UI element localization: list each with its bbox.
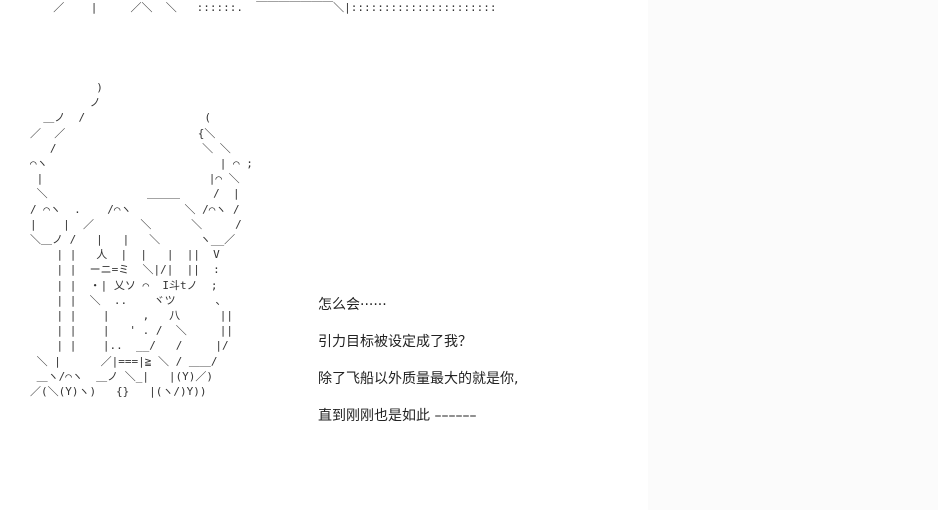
art-line: | | |.. __/ / |/: [30, 339, 229, 353]
art-line: | | ＼ .. ヾツ 、: [30, 293, 227, 307]
art-line: | | ・| 乂ソ ⌒ I斗tノ ;: [30, 278, 218, 292]
dialogue-line-2: 引力目标被设定成了我？: [318, 334, 472, 350]
art-line: ＼＿ノ / | | ＼ ヽ__／: [30, 233, 236, 247]
art-line: | |⌒ ＼: [30, 172, 240, 186]
art-line: ノ: [30, 96, 101, 110]
header-ascii-art: ／ | ／＼ ＼ ::::::. ￣￣￣￣￣￣￣＼|::::::::::::::…: [40, 1, 497, 14]
right-blank-panel: [648, 0, 938, 510]
art-line: ／(＼(Y)ヽ) {} |(ヽ/)Y)): [30, 385, 207, 399]
art-line: | | 人 | | | || V: [30, 248, 220, 262]
art-line: ＼ | ／|===|≧ ＼ / ＿＿/: [30, 354, 218, 368]
dialogue-line-4: 直到刚刚也是如此 ––––––: [318, 408, 477, 424]
art-line: | | | , 八 ||: [30, 309, 234, 323]
art-line: / ⌒ヽ . /⌒ヽ ＼ /⌒ヽ /: [30, 202, 240, 216]
art-line: ⌒ヽ | ⌒ ;: [30, 157, 253, 171]
dialogue-block: 怎么会······ 引力目标被设定成了我？ 除了飞船以外质量最大的就是你, 直到…: [318, 296, 638, 444]
art-line: ／ ／ {＼: [30, 126, 216, 140]
art-line: / ＼ ＼: [30, 141, 231, 155]
art-line: ＿ノ / (: [30, 111, 211, 125]
dialogue-line-3: 除了飞船以外质量最大的就是你,: [318, 371, 519, 387]
top-strip: ／ | ／＼ ＼ ::::::. ￣￣￣￣￣￣￣＼|::::::::::::::…: [0, 0, 938, 22]
dialogue-line-1: 怎么会······: [318, 297, 387, 313]
art-line: ): [30, 81, 103, 94]
ascii-art-figure: ) ノ ＿ノ / ( ／ ／ {＼ / ＼ ＼ ⌒ヽ | ⌒ ; | |⌒ ＼ …: [30, 80, 253, 399]
art-line: ＼ ＿＿＿ / |: [30, 187, 240, 201]
art-line: | | ／ ＼ ＼ /: [30, 217, 242, 231]
art-line: | | ーニ=ミ ＼|/| || :: [30, 263, 220, 277]
art-line: ＿ヽ/⌒ヽ ＿ノ ＼_| |(Y)／): [30, 369, 213, 383]
art-line: | | | ' . / ＼ ||: [30, 324, 234, 338]
